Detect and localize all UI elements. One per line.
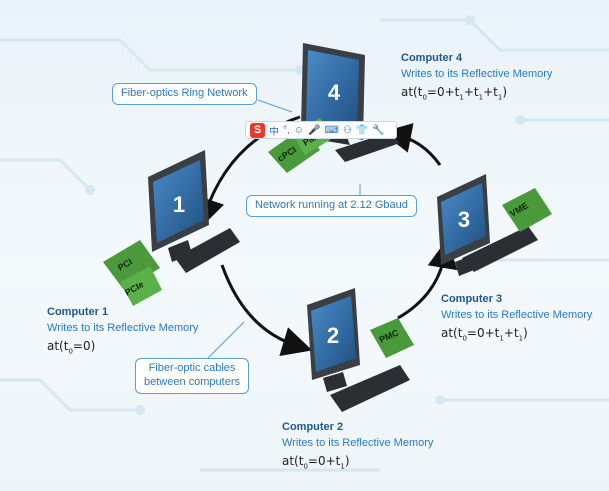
card-pcie bbox=[120, 266, 162, 306]
speed-callout: Network running at 2.12 Gbaud bbox=[246, 195, 417, 217]
monitor-number-1: 1 bbox=[173, 192, 185, 217]
computer-1-desc: Writes to its Reflective Memory bbox=[47, 321, 199, 334]
computer-3-formula: at(t0=0+t1+t1) bbox=[441, 325, 528, 342]
cables-callout: Fiber-optic cables between computers bbox=[135, 358, 249, 394]
ring-network-text: Fiber-optics Ring Network bbox=[121, 87, 248, 99]
ime-emoji-icon[interactable]: ☺ bbox=[293, 124, 304, 136]
computer-4-label: Computer 4 Writes to its Reflective Memo… bbox=[401, 52, 552, 102]
computer-2-name: Computer 2 bbox=[282, 421, 344, 433]
arrow-2-to-3 bbox=[397, 238, 458, 320]
circuit-background bbox=[0, 18, 609, 472]
computer-4-name: Computer 4 bbox=[401, 52, 463, 64]
computer-2 bbox=[307, 288, 414, 412]
computer-3 bbox=[437, 174, 552, 276]
monitor-number-3: 3 bbox=[458, 207, 470, 232]
computer-1-name: Computer 1 bbox=[47, 306, 109, 318]
computer-2-formula: at(t0=0+t1) bbox=[282, 453, 350, 470]
keyboard-3 bbox=[462, 226, 538, 272]
computer-2-label: Computer 2 Writes to its Reflective Memo… bbox=[282, 421, 433, 471]
keyboard-4 bbox=[335, 132, 400, 162]
card-vme bbox=[502, 188, 552, 232]
cables-text-line2: between computers bbox=[144, 375, 240, 388]
computer-1 bbox=[103, 150, 240, 306]
computer-2-desc: Writes to its Reflective Memory bbox=[282, 436, 434, 449]
ime-toolbar[interactable]: S 中 °, ☺ 🎤 ⌨ ⚇ 👕 🔧 bbox=[245, 121, 397, 139]
speed-text: Network running at 2.12 Gbaud bbox=[255, 199, 408, 211]
computer-1-label: Computer 1 Writes to its Reflective Memo… bbox=[47, 306, 198, 356]
computer-4-formula: at(t0=0+t1+t1+t1) bbox=[401, 84, 507, 101]
computer-3-name: Computer 3 bbox=[441, 293, 503, 305]
keyboard-1 bbox=[175, 228, 240, 273]
computer-1-formula: at(t0=0) bbox=[47, 338, 96, 355]
arrow-1-to-2 bbox=[220, 264, 313, 357]
cables-text-line1: Fiber-optic cables bbox=[148, 362, 236, 374]
card-pmc-2 bbox=[370, 318, 414, 358]
monitor-number-2: 2 bbox=[327, 323, 339, 348]
circuit-dots bbox=[85, 15, 525, 415]
ime-skin-icon[interactable]: 👕 bbox=[355, 124, 369, 136]
ime-punctuation-icon[interactable]: °, bbox=[283, 124, 290, 136]
computer-3-desc: Writes to its Reflective Memory bbox=[441, 308, 593, 321]
ime-microphone-icon[interactable]: 🎤 bbox=[308, 124, 321, 136]
ring-network-callout: Fiber-optics Ring Network bbox=[112, 83, 257, 105]
computer-3-label: Computer 3 Writes to its Reflective Memo… bbox=[441, 293, 592, 343]
card-pci bbox=[103, 240, 160, 290]
ime-keyboard-icon[interactable]: ⌨ bbox=[324, 124, 339, 136]
keyboard-2 bbox=[330, 365, 410, 412]
ime-logo-icon[interactable]: S bbox=[250, 122, 265, 138]
ime-user-icon[interactable]: ⚇ bbox=[342, 124, 352, 136]
arrow-3-to-4 bbox=[381, 123, 442, 166]
monitor-number-4: 4 bbox=[328, 80, 341, 105]
ime-settings-icon[interactable]: 🔧 bbox=[372, 124, 385, 136]
computer-4-desc: Writes to its Reflective Memory bbox=[401, 67, 553, 80]
ime-chinese-icon[interactable]: 中 bbox=[269, 126, 279, 138]
